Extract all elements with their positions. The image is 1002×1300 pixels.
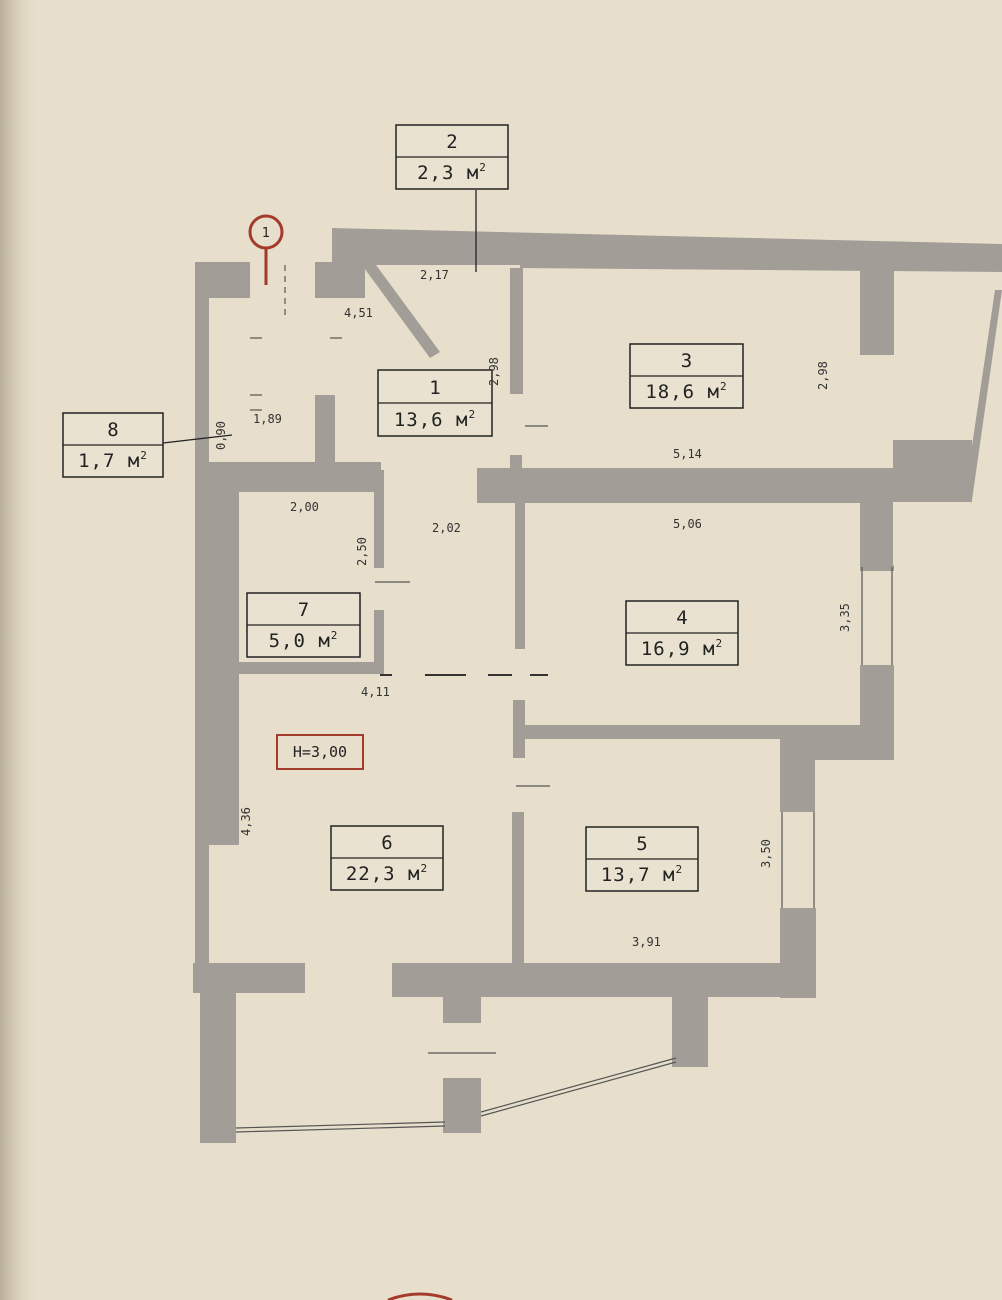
- balcony-pier: [443, 1078, 481, 1133]
- dim-label: 4,11: [361, 685, 390, 699]
- room-area: 13,7 м2: [601, 863, 683, 886]
- room-label-8: 8 1,7 м2: [62, 412, 164, 478]
- wall-stub-4-5: [513, 700, 525, 758]
- dim-label: 3,91: [632, 935, 661, 949]
- left-wall-thick: [195, 470, 239, 845]
- right-balcony-wall: [964, 290, 1002, 500]
- top-wall: [332, 228, 1002, 272]
- dim-label: 3,35: [838, 603, 852, 632]
- room-label-3: 3 18,6 м2: [629, 343, 744, 409]
- room-number: 3: [681, 350, 692, 372]
- wc-wall-top: [315, 395, 335, 463]
- dim-label: 4,36: [239, 807, 253, 836]
- dim-label: 2,50: [355, 537, 369, 566]
- bottom-wall-right: [392, 963, 816, 997]
- dim-label: 2,98: [487, 357, 501, 386]
- dim-label: 3,50: [759, 839, 773, 868]
- area-unit-superscript: 2: [469, 408, 477, 421]
- room-area: 1,7 м2: [78, 449, 148, 472]
- ceiling-height-text: H=3,00: [293, 743, 347, 761]
- room-number: 6: [381, 832, 392, 854]
- dim-label: 5,06: [673, 517, 702, 531]
- room-area: 13,6 м2: [394, 408, 476, 431]
- area-unit-superscript: 2: [676, 863, 684, 876]
- right-pier-top: [860, 265, 894, 355]
- bottom-pier-right: [672, 997, 708, 1067]
- dim-label: 1,89: [253, 412, 282, 426]
- room7-wall-right-low: [374, 610, 384, 672]
- room-area: 5,0 м2: [269, 629, 339, 652]
- room-number: 8: [107, 419, 118, 441]
- room-area: 16,9 м2: [641, 637, 723, 660]
- section-marker-label: 1: [262, 226, 270, 241]
- dim-label: 4,51: [344, 306, 373, 320]
- bottom-pier-mid: [443, 993, 481, 1023]
- room-area: 2,3 м2: [417, 161, 487, 184]
- wall-stub-3-4: [510, 455, 522, 475]
- room-label-5: 5 13,7 м2: [585, 826, 699, 892]
- area-unit-superscript: 2: [720, 380, 728, 393]
- room-number: 7: [298, 599, 309, 621]
- leader-room8: [162, 434, 233, 444]
- room7-wall-bottom: [239, 662, 384, 674]
- dim-label: 5,14: [673, 447, 702, 461]
- dim-label: 2,17: [420, 268, 449, 282]
- room-number: 5: [636, 833, 647, 855]
- room-number: 2: [446, 131, 457, 153]
- room-label-7: 7 5,0 м2: [246, 592, 361, 658]
- room-label-4: 4 16,9 м2: [625, 600, 739, 666]
- entry-jamb-right: [315, 262, 365, 298]
- room-label-6: 6 22,3 м2: [330, 825, 444, 891]
- dim-label: 2,02: [432, 521, 461, 535]
- room7-wall-right: [374, 470, 384, 568]
- dim-label: 2,00: [290, 500, 319, 514]
- dimension-labels: 2,17 4,51 2,98 2,98 1,89 0,90 5,14 2,00 …: [214, 268, 852, 949]
- room-number: 4: [676, 607, 687, 629]
- room-area: 22,3 м2: [346, 862, 428, 885]
- room-number: 1: [429, 377, 440, 399]
- right-wall-room4: [860, 565, 894, 571]
- area-unit-superscript: 2: [421, 862, 429, 875]
- walls: [193, 228, 1002, 1143]
- thin-lines: [235, 265, 893, 1133]
- room-area: 18,6 м2: [645, 380, 727, 403]
- hall-wall-stub: [510, 268, 523, 394]
- section-marker: 1: [248, 214, 284, 285]
- bottom-wall-left: [193, 963, 305, 993]
- right-wall-room5: [780, 730, 894, 812]
- page-edge-shadow: [0, 0, 40, 1300]
- diagonal-wall: [362, 265, 440, 358]
- wall-rooms-6-5: [512, 812, 524, 964]
- dim-label: 2,98: [816, 361, 830, 390]
- wc-wall-bottom: [209, 462, 381, 492]
- area-unit-superscript: 2: [140, 449, 148, 462]
- area-unit-superscript: 2: [331, 629, 339, 642]
- area-unit-superscript: 2: [479, 161, 487, 174]
- bottom-edge-mark: [387, 1292, 453, 1300]
- dim-label: 0,90: [214, 421, 228, 450]
- area-unit-superscript: 2: [716, 637, 724, 650]
- wall-rooms-3-4: [477, 440, 972, 565]
- room-label-2: 22,3 м2: [395, 124, 509, 190]
- balcony-left-wall: [200, 993, 236, 1143]
- ceiling-height-label: H=3,00: [276, 734, 364, 770]
- room-label-1: 1 13,6 м2: [377, 369, 493, 437]
- wall-hall-room4: [515, 503, 525, 649]
